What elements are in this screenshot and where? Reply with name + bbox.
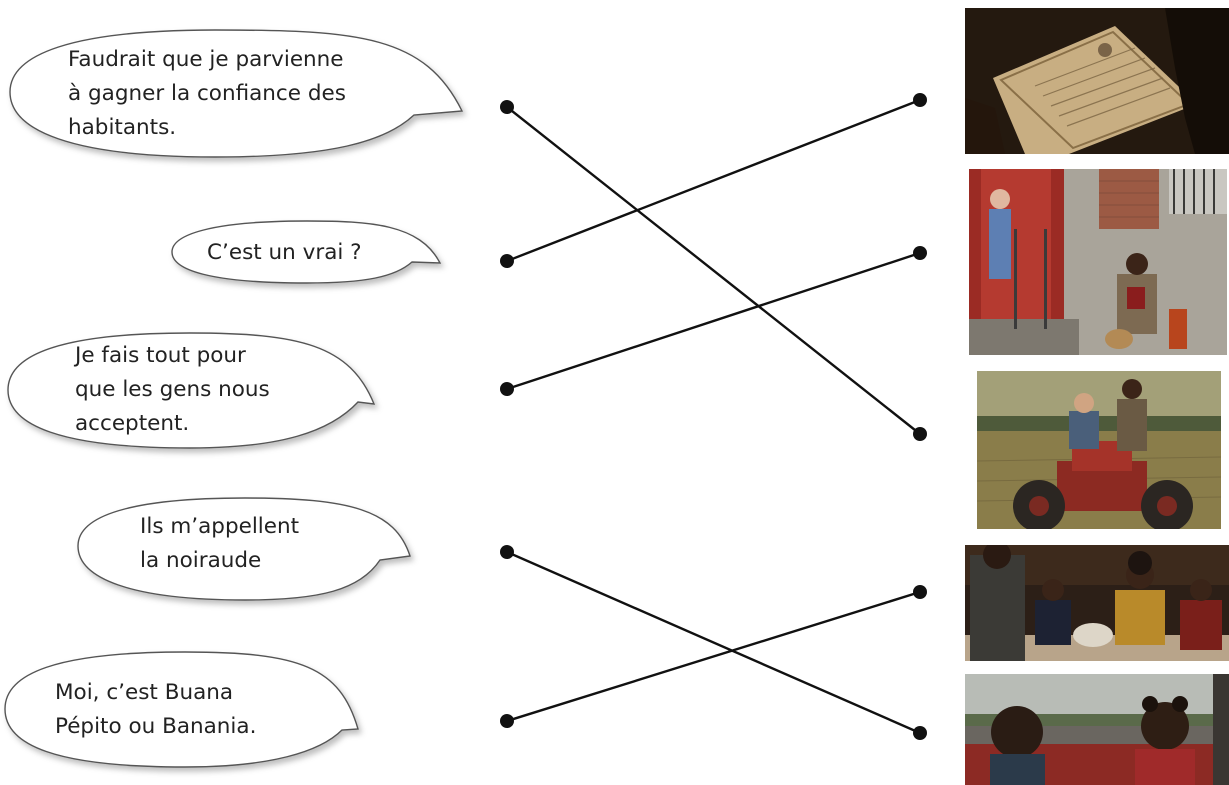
speech-bubble-3	[7, 332, 376, 449]
car-children-scene-icon	[965, 674, 1229, 785]
speech-bubble-5	[4, 651, 359, 768]
left-dot-5[interactable]	[500, 714, 514, 728]
match-line-3	[505, 251, 922, 391]
house-steps-scene-icon	[969, 169, 1227, 355]
bubble-3-line-3: acceptent.	[75, 411, 190, 436]
speech-bubble-4	[77, 497, 411, 601]
bubble-3-line-2: que les gens nous	[75, 377, 270, 402]
match-line-2	[505, 98, 922, 263]
bubble-text-3: Je fais tout pour que les gens nous acce…	[75, 339, 270, 441]
bubble-text-1: Faudrait que je parvienne à gagner la co…	[68, 43, 346, 145]
left-dot-1[interactable]	[500, 100, 514, 114]
bubble-4-line-2: la noiraude	[140, 548, 262, 573]
match-line-4	[505, 550, 922, 735]
right-dot-4[interactable]	[913, 585, 927, 599]
bubble-text-2: C’est un vrai ?	[207, 236, 362, 270]
right-dot-3[interactable]	[913, 427, 927, 441]
speech-bubble-1	[9, 29, 464, 158]
match-line-5	[505, 590, 922, 723]
left-dot-2[interactable]	[500, 254, 514, 268]
tractor-field-scene-icon	[977, 371, 1221, 529]
bubble-5-line-1: Moi, c’est Buana	[55, 680, 234, 705]
left-dot-3[interactable]	[500, 382, 514, 396]
right-dot-5[interactable]	[913, 726, 927, 740]
bubble-5-line-2: Pépito ou Banania.	[55, 714, 257, 739]
match-line-1	[505, 105, 922, 436]
left-dot-4[interactable]	[500, 545, 514, 559]
bubble-text-4: Ils m’appellent la noiraude	[140, 510, 299, 578]
bubble-text-5: Moi, c’est Buana Pépito ou Banania.	[55, 676, 256, 744]
bubble-1-line-3: habitants.	[68, 115, 177, 140]
bubble-1-line-2: à gagner la confiance des	[68, 81, 346, 106]
bubble-4-line-1: Ils m’appellent	[140, 514, 300, 539]
diploma-certificate-scene-icon	[965, 8, 1229, 154]
bubble-2-line-1: C’est un vrai ?	[207, 240, 362, 265]
speech-bubble-2	[171, 220, 442, 284]
bubble-1-line-1: Faudrait que je parvienne	[68, 47, 344, 72]
bubble-3-line-1: Je fais tout pour	[75, 343, 246, 368]
family-dinner-scene-icon	[965, 545, 1229, 661]
right-dot-2[interactable]	[913, 246, 927, 260]
right-dot-1[interactable]	[913, 93, 927, 107]
